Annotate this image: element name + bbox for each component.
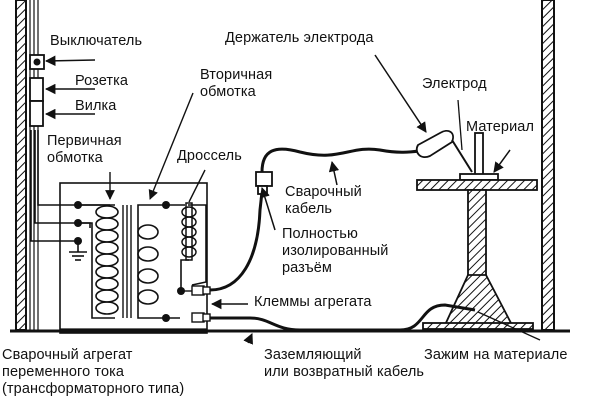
- label-ground-cable: Заземляющий или возвратный кабель: [264, 347, 425, 380]
- label-primary-winding: Первичная обмотка: [47, 133, 122, 166]
- label-material: Материал: [466, 119, 535, 135]
- cable-arrow: [328, 160, 340, 186]
- label-unit-terminals: Клеммы агрегата: [254, 294, 372, 310]
- secondary-coil-icon: [137, 224, 159, 305]
- label-work-clamp: Зажим на материале: [424, 347, 568, 363]
- connector-icon: [255, 171, 273, 195]
- primary-wiring: [78, 204, 115, 319]
- unit-terminal-upper: [181, 285, 211, 296]
- holder-arrow: [374, 54, 427, 133]
- label-secondary-winding: Вторичная обмотка: [200, 67, 273, 100]
- transformer-core: [122, 205, 132, 318]
- label-welding-cable: Сварочный кабель: [285, 184, 362, 217]
- label-socket: Розетка: [75, 73, 129, 89]
- electrode-arrow: [457, 99, 463, 151]
- label-electrode: Электрод: [422, 76, 487, 92]
- label-choke: Дроссель: [177, 148, 242, 164]
- electrode-icon: [451, 139, 473, 173]
- plug-icon: [29, 100, 44, 127]
- primary-coil-icon: [95, 205, 119, 315]
- return-cable-arrow: [243, 333, 253, 345]
- choke-arrow: [188, 169, 206, 203]
- socket-icon: [29, 77, 44, 102]
- electrode-holder-icon: [415, 129, 454, 158]
- return-cable: [210, 303, 476, 332]
- switch-icon: [29, 54, 45, 70]
- clamp-arrow: [477, 311, 541, 341]
- secondary-winding-arrow: [148, 92, 194, 200]
- transformer-housing: [59, 182, 208, 334]
- choke-wiring: [180, 204, 207, 291]
- welding-cable-upper: [260, 147, 431, 173]
- label-welding-unit: Сварочный агрегат переменного тока (тран…: [2, 347, 185, 397]
- welding-cable: [209, 191, 264, 292]
- right-wall: [541, 0, 555, 331]
- work-table-icon: [416, 132, 538, 330]
- label-electrode-holder: Держатель электрода: [225, 30, 374, 46]
- label-insulated-connector: Полностью изолированный разъём: [282, 226, 389, 276]
- switch-arrow: [44, 55, 96, 67]
- connector-arrow: [259, 186, 276, 231]
- unit-terminal-lower: [191, 312, 211, 323]
- choke-coil-icon: [181, 202, 197, 261]
- label-switch: Выключатель: [50, 33, 143, 49]
- label-plug: Вилка: [75, 98, 117, 114]
- material-arrow: [493, 149, 511, 173]
- ground-symbol-icon: [69, 241, 87, 261]
